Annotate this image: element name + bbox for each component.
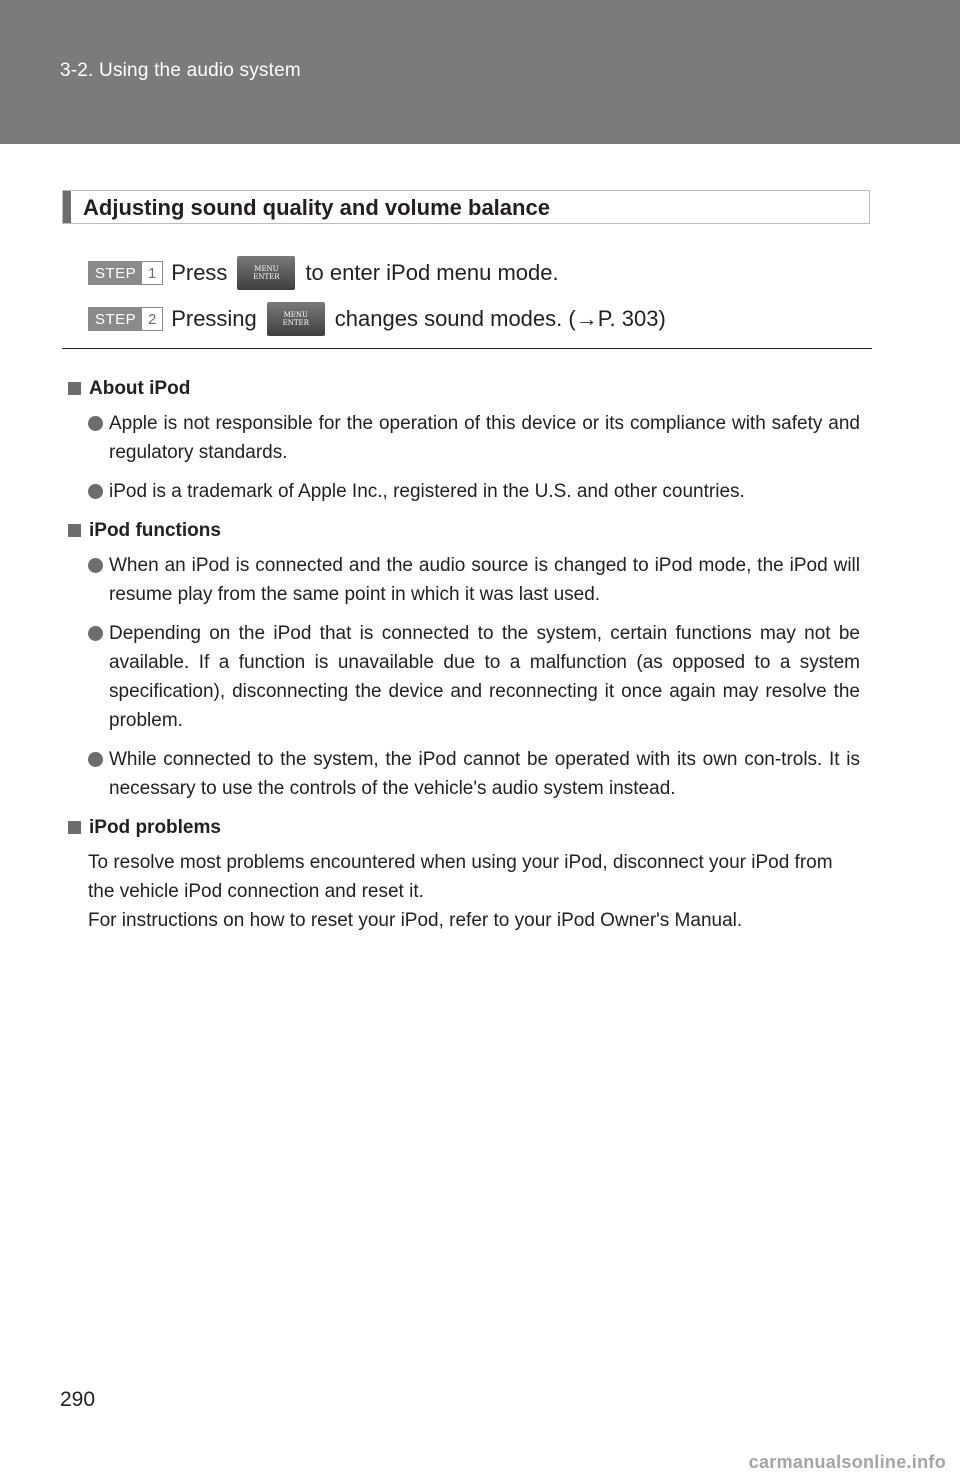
- page-number: 290: [60, 1388, 96, 1411]
- list-item: Apple is not responsible for the operati…: [68, 409, 860, 467]
- step-1-text-after: to enter iPod menu mode.: [305, 260, 559, 285]
- page-header: 3-2. Using the audio system: [0, 0, 960, 144]
- chapter-title: 3-2. Using the audio system: [60, 60, 301, 81]
- paragraph: To resolve most problems encountered whe…: [88, 852, 833, 902]
- section-heading-box: Adjusting sound quality and volume balan…: [62, 190, 870, 224]
- notes-section: About iPod Apple is not responsible for …: [68, 374, 860, 935]
- step-number: 2: [142, 308, 163, 330]
- circle-bullet-icon: [88, 558, 103, 573]
- circle-bullet-icon: [88, 626, 103, 641]
- circle-bullet-icon: [88, 484, 103, 499]
- menu-button-line2: ENTER: [253, 273, 280, 281]
- note-heading-text: iPod functions: [89, 520, 221, 541]
- menu-button-line1: MENU: [283, 311, 308, 319]
- note-heading-ipod-problems: iPod problems: [68, 813, 860, 842]
- circle-bullet-icon: [88, 416, 103, 431]
- square-bullet-icon: [68, 821, 81, 834]
- step-1-text-before: Press: [171, 260, 228, 285]
- list-item-text: Apple is not responsible for the operati…: [109, 413, 860, 463]
- step-2-badge: STEP 2: [88, 307, 164, 331]
- list-item-text: iPod is a trademark of Apple Inc., regis…: [109, 481, 745, 502]
- step-number: 1: [142, 262, 163, 284]
- paragraph: For instructions on how to reset your iP…: [88, 910, 743, 931]
- circle-bullet-icon: [88, 752, 103, 767]
- step-1-row: STEP 1 Press MENU ENTER to enter iPod me…: [88, 256, 559, 290]
- list-item: Depending on the iPod that is connected …: [68, 619, 860, 735]
- note-heading-text: About iPod: [89, 378, 191, 399]
- menu-enter-button-icon: MENU ENTER: [266, 302, 325, 336]
- section-heading-bar: [63, 191, 71, 223]
- watermark: carmanualsonline.info: [748, 1452, 946, 1472]
- step-2-row: STEP 2 Pressing MENU ENTER changes sound…: [88, 302, 666, 336]
- note-heading-text: iPod problems: [89, 817, 221, 838]
- list-item-text: When an iPod is connected and the audio …: [109, 555, 860, 605]
- section-divider: [62, 348, 872, 349]
- step-1-badge: STEP 1: [88, 261, 164, 285]
- step-word: STEP: [89, 308, 143, 330]
- menu-enter-button-icon: MENU ENTER: [237, 256, 296, 290]
- list-item: When an iPod is connected and the audio …: [68, 551, 860, 609]
- step-2-text-before: Pressing: [171, 306, 257, 331]
- list-item: While connected to the system, the iPod …: [68, 745, 860, 803]
- menu-button-line1: MENU: [254, 265, 279, 273]
- step-word: STEP: [89, 262, 143, 284]
- square-bullet-icon: [68, 382, 81, 395]
- list-item-text: While connected to the system, the iPod …: [109, 749, 860, 799]
- square-bullet-icon: [68, 524, 81, 537]
- section-title: Adjusting sound quality and volume balan…: [83, 195, 550, 220]
- note-heading-about-ipod: About iPod: [68, 374, 860, 403]
- note-heading-ipod-functions: iPod functions: [68, 516, 860, 545]
- step-2-text-after: changes sound modes. (→P. 303): [334, 306, 666, 331]
- list-item: iPod is a trademark of Apple Inc., regis…: [68, 477, 860, 506]
- list-item-text: Depending on the iPod that is connected …: [109, 623, 860, 731]
- menu-button-line2: ENTER: [282, 319, 309, 327]
